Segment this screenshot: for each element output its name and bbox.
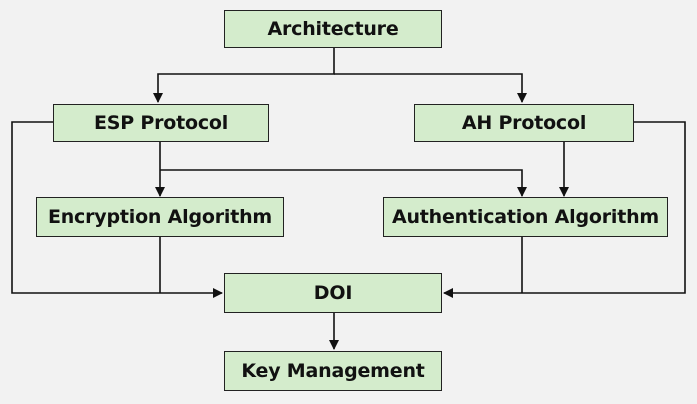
- edge-architecture-to-ah: [334, 73, 527, 103]
- node-doi: DOI: [224, 273, 442, 313]
- node-authentication-algorithm: Authentication Algorithm: [383, 197, 668, 237]
- node-esp-protocol: ESP Protocol: [53, 104, 269, 142]
- node-key-management: Key Management: [224, 351, 442, 391]
- node-ah-protocol: AH Protocol: [414, 104, 634, 142]
- edge-esp-to-authentication: [160, 169, 527, 197]
- edge-architecture-to-esp: [153, 48, 335, 103]
- node-encryption-algorithm: Encryption Algorithm: [36, 197, 284, 237]
- edge-esp-to-doi: [11, 121, 223, 298]
- edge-ah-to-doi: [443, 121, 686, 298]
- node-architecture: Architecture: [224, 10, 442, 48]
